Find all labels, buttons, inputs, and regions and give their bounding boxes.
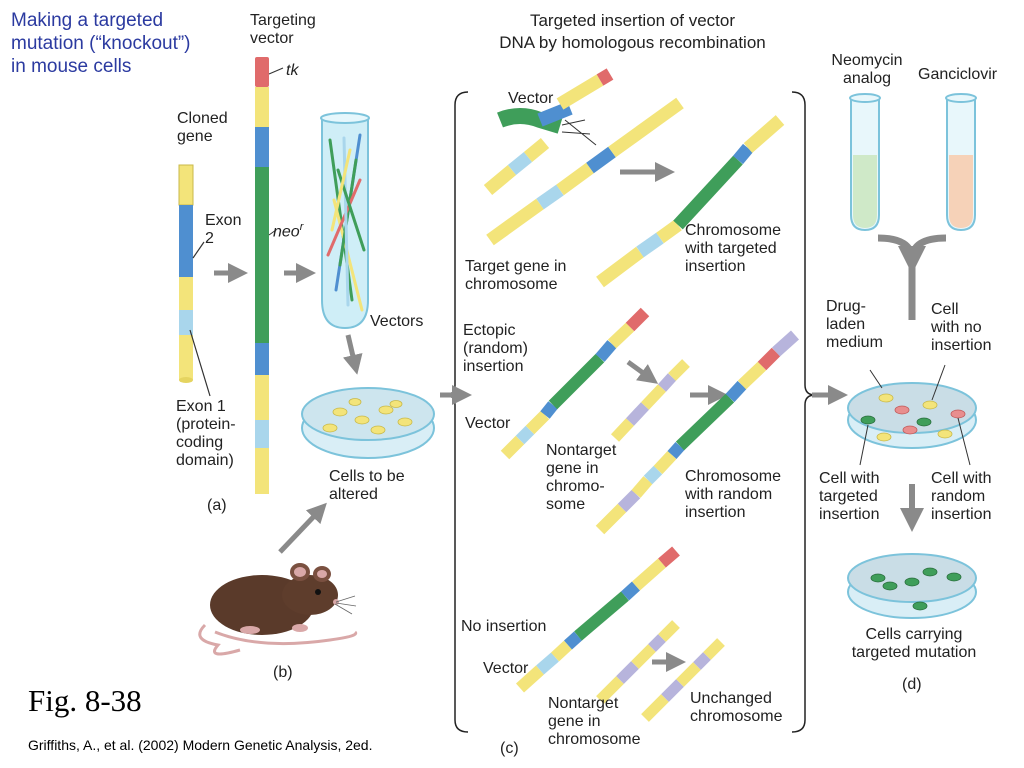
- unchanged-chromosome-label: Unchanged chromosome: [690, 690, 783, 725]
- cell-no-insertion-label: Cell with no insertion: [931, 301, 992, 354]
- arrow-ectopic: [626, 359, 659, 384]
- neomycin-tube: [849, 93, 881, 232]
- chromosome-targeted: [596, 115, 785, 288]
- cells-to-be-altered-label: Cells to be altered: [329, 468, 405, 503]
- panel-b-label: (b): [273, 664, 293, 681]
- petri-dish-cells: [301, 387, 435, 459]
- arrow-mouse-to-dish: [278, 502, 327, 554]
- vector-tube: [320, 112, 370, 330]
- cells-carrying-label: Cells carrying targeted mutation: [851, 626, 977, 661]
- drug-medium-label: Drug- laden medium: [826, 298, 883, 351]
- mouse-illustration: [198, 563, 358, 656]
- exon1-label: Exon 1 (protein- coding domain): [176, 398, 236, 469]
- final-dish: [847, 553, 977, 619]
- no-insertion-vector: [515, 546, 680, 693]
- figure-label: Fig. 8-38: [28, 683, 142, 718]
- panel-c-label: (c): [500, 740, 519, 757]
- ganciclovir-tube: [945, 93, 977, 232]
- neo-text: neo: [273, 223, 300, 241]
- targeted-insertion-row: [483, 68, 684, 246]
- nontarget-gene-2: [596, 620, 680, 704]
- vectors-label: Vectors: [370, 313, 424, 330]
- chromosome-random-label: Chromosome with random insertion: [685, 468, 782, 521]
- right-bracket: [791, 91, 816, 733]
- ectopic-vector: [500, 307, 650, 460]
- panel-a-label: (a): [207, 497, 227, 514]
- vector-label-2: Vector: [465, 415, 511, 432]
- nontarget-gene-1: [610, 359, 690, 442]
- tk-label: tk: [286, 62, 299, 79]
- chromosome-random: [595, 330, 800, 535]
- targeting-vector-label: Targeting vector: [250, 12, 316, 47]
- panel-c-heading: Targeted insertion of vector DNA by homo…: [499, 11, 766, 52]
- citation: Griffiths, A., et al. (2002) Modern Gene…: [28, 737, 373, 753]
- nontarget-gene-label-1: Nontarget gene in chromo- some: [546, 442, 617, 513]
- nontarget-gene-label-2: Nontarget gene in chromosome: [548, 695, 641, 748]
- left-bracket: [444, 91, 469, 733]
- slide-title: Making a targeted mutation (“knockout”) …: [11, 10, 191, 77]
- arrow-drugs-to-dish: [877, 234, 947, 320]
- ectopic-label: Ectopic (random) insertion: [463, 322, 528, 375]
- exon2-label: Exon 2: [205, 212, 242, 247]
- target-gene-label: Target gene in chromosome: [465, 258, 567, 293]
- targeting-vector-bar: [255, 57, 269, 494]
- cloned-gene-bar: [178, 164, 194, 383]
- vector-label-1: Vector: [508, 90, 554, 107]
- neo-label: neor: [273, 218, 303, 241]
- cloned-gene-label: Cloned gene: [177, 110, 228, 145]
- cell-random-label: Cell with random insertion: [931, 470, 992, 523]
- panel-d-label: (d): [902, 676, 922, 693]
- unchanged-chromosome: [641, 638, 725, 722]
- chromosome-targeted-label: Chromosome with targeted insertion: [685, 222, 782, 275]
- cell-targeted-label: Cell with targeted insertion: [819, 470, 880, 523]
- ganciclovir-label: Ganciclovir: [918, 66, 998, 83]
- vector-label-3: Vector: [483, 660, 529, 677]
- arrow-tube-to-dish: [342, 334, 363, 375]
- drug-dish: [847, 382, 977, 449]
- neomycin-label: Neomycin analog: [831, 52, 903, 87]
- no-insertion-label: No insertion: [461, 618, 547, 635]
- neo-superscript: r: [299, 221, 304, 233]
